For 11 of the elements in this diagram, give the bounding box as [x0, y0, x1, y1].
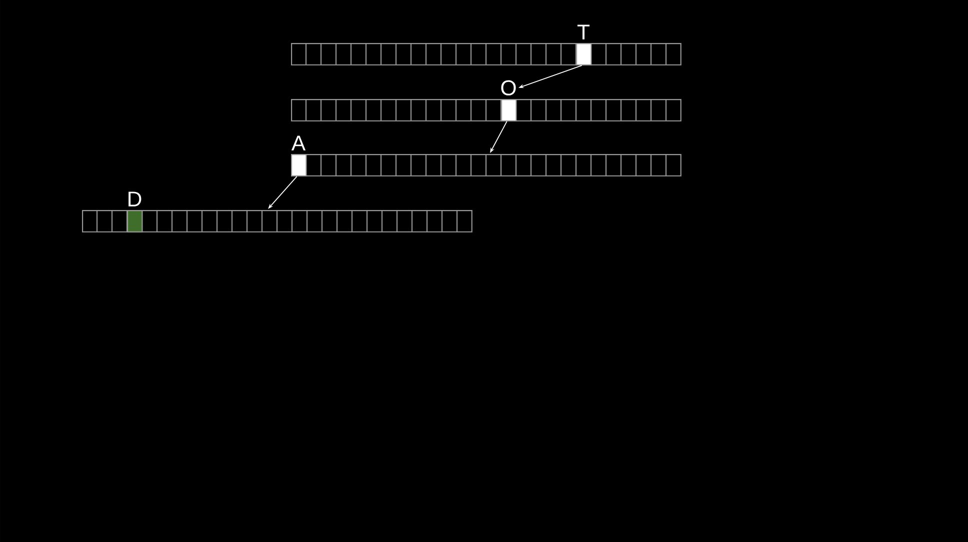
highlighted-cell: D [127, 192, 143, 232]
node-label: T [577, 24, 590, 40]
highlighted-cell: O [501, 80, 517, 122]
node-label: D [128, 192, 142, 206]
node-label: O [501, 80, 516, 96]
array-row [291, 43, 682, 66]
highlighted-cell: T [576, 24, 592, 66]
node-label: A [291, 136, 306, 150]
array-row [82, 210, 472, 232]
array-row [291, 99, 682, 122]
highlighted-cell: A [291, 136, 307, 176]
